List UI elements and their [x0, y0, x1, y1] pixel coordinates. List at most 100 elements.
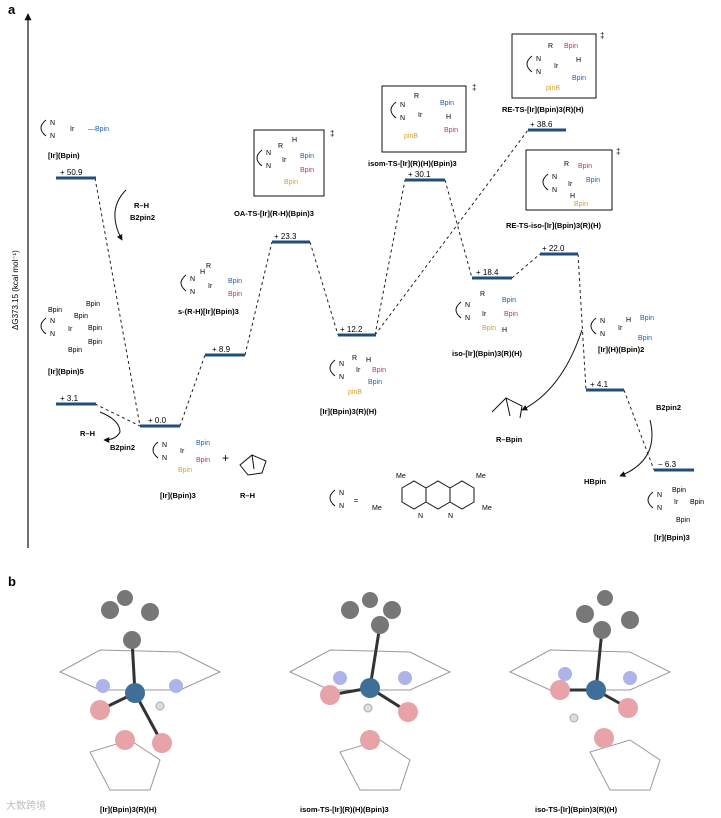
value-oa-ts: + 23.3 [274, 232, 297, 241]
svg-text:H: H [570, 193, 575, 200]
svg-text:Bpin: Bpin [368, 379, 382, 386]
name-int: [Ir](Bpin)3(R)(H) [320, 407, 377, 416]
name-ir-bpin3-final: [Ir](Bpin)3 [654, 533, 690, 542]
svg-text:Bpin: Bpin [178, 467, 192, 474]
svg-text:Bpin: Bpin [640, 315, 654, 322]
svg-text:N: N [600, 331, 605, 338]
value-bpin-top: + 50.9 [60, 168, 83, 177]
name-re-ts-iso: RE-TS-iso-[Ir](Bpin)3(R)(H) [506, 221, 601, 230]
svg-text:N: N [600, 318, 605, 325]
y-axis-label: ΔG373.15 (kcal mol⁻¹) [11, 250, 20, 330]
svg-text:N: N [190, 276, 195, 283]
svg-text:H: H [366, 357, 371, 364]
svg-text:Bpin: Bpin [86, 301, 100, 308]
svg-text:H: H [446, 114, 451, 121]
svg-text:Ir: Ir [180, 448, 185, 455]
svg-text:Bpin: Bpin [586, 177, 600, 184]
svg-text:Ir: Ir [618, 325, 623, 332]
value-final: − 6.3 [658, 460, 677, 469]
svg-text:Bpin: Bpin [672, 487, 686, 494]
svg-text:N: N [657, 492, 662, 499]
svg-text:H: H [200, 269, 205, 276]
svg-text:N: N [448, 513, 453, 520]
svg-text:Bpin: Bpin [502, 297, 516, 304]
ligand-me-right: Me [476, 473, 486, 480]
svg-text:Bpin: Bpin [196, 457, 210, 464]
svg-text:Ir: Ir [418, 112, 423, 119]
svg-text:N: N [266, 150, 271, 157]
svg-text:R: R [352, 355, 357, 362]
value-s-complex: + 8.9 [212, 345, 231, 354]
svg-text:N: N [162, 455, 167, 462]
svg-text:N: N [339, 490, 344, 497]
svg-text:Bpin: Bpin [196, 440, 210, 447]
plus-sign: + [222, 451, 229, 465]
value-bpin5: + 3.1 [60, 394, 79, 403]
svg-text:N: N [190, 289, 195, 296]
reagent-b2pin2-right: B2pin2 [656, 403, 681, 412]
svg-text:R: R [206, 263, 211, 270]
svg-text:N: N [339, 361, 344, 368]
svg-text:Bpin: Bpin [676, 517, 690, 524]
svg-text:R: R [548, 43, 553, 50]
svg-text:Bpin: Bpin [228, 278, 242, 285]
svg-text:R: R [278, 143, 283, 150]
ligand-equals: = [354, 498, 358, 505]
svg-text:Bpin: Bpin [68, 347, 82, 354]
svg-text:N: N [418, 513, 423, 520]
svg-text:H: H [292, 137, 297, 144]
curved-arrows [99, 189, 653, 477]
structure-sketches [40, 33, 654, 509]
svg-text:H: H [576, 57, 581, 64]
reaction-path-connectors [94, 129, 655, 471]
ligand-me-right-2: Me [482, 505, 492, 512]
name-ir-bpin: [Ir](Bpin) [48, 151, 80, 160]
name-re-ts: RE-TS-[Ir](Bpin)3(R)(H) [502, 105, 584, 114]
panel-b-label-1: [Ir](Bpin)3(R)(H) [100, 805, 157, 814]
svg-text:R: R [414, 93, 419, 100]
value-int: + 12.2 [340, 325, 363, 334]
svg-text:pinB: pinB [348, 389, 362, 396]
svg-text:Bpin: Bpin [440, 100, 454, 107]
svg-text:R: R [564, 161, 569, 168]
name-ir-bpin5: [Ir](Bpin)5 [48, 367, 84, 376]
value-re-ts-iso: + 22.0 [542, 244, 565, 253]
ts-mark-isom: ‡ [472, 83, 476, 92]
norbornane-sketches [239, 397, 523, 476]
value-start: + 0.0 [148, 416, 167, 425]
svg-text:Ir: Ir [554, 63, 559, 70]
svg-text:Bpin: Bpin [504, 311, 518, 318]
svg-text:Ir: Ir [208, 283, 213, 290]
svg-text:Bpin: Bpin [482, 325, 496, 332]
value-re-ts: + 38.6 [530, 120, 553, 129]
svg-text:R: R [480, 291, 485, 298]
svg-text:N: N [162, 442, 167, 449]
svg-text:pinB: pinB [404, 133, 418, 140]
reagent-rh-top: R–H [134, 201, 149, 210]
ts-mark-oa: ‡ [330, 129, 334, 138]
name-isom-ts: isom-TS-[Ir](R)(H)(Bpin)3 [368, 159, 457, 168]
svg-text:Bpin: Bpin [300, 167, 314, 174]
svg-text:N: N [50, 133, 55, 140]
svg-text:N: N [50, 318, 55, 325]
svg-text:pinB: pinB [546, 85, 560, 92]
name-oa-ts: OA-TS-[Ir](R-H)(Bpin)3 [234, 209, 314, 218]
svg-text:Bpin: Bpin [444, 127, 458, 134]
svg-text:Bpin: Bpin [88, 325, 102, 332]
svg-text:N: N [266, 163, 271, 170]
svg-text:N: N [536, 69, 541, 76]
svg-text:Bpin: Bpin [578, 163, 592, 170]
svg-text:N: N [465, 302, 470, 309]
name-s-complex: s-(R-H)[Ir](Bpin)3 [178, 307, 239, 316]
ligand-me-left-2: Me [372, 505, 382, 512]
watermark: 大数跨境 [6, 801, 46, 812]
svg-text:Bpin: Bpin [284, 179, 298, 186]
panel-b-label-2: isom-TS-[Ir](R)(H)(Bpin)3 [300, 805, 389, 814]
svg-text:N: N [339, 503, 344, 510]
svg-text:Ir: Ir [674, 499, 679, 506]
panel-b-label-3: iso-TS-[Ir](Bpin)3(R)(H) [535, 805, 618, 814]
svg-text:Bpin: Bpin [88, 339, 102, 346]
svg-text:Ir: Ir [568, 181, 573, 188]
svg-text:N: N [657, 505, 662, 512]
value-iso: + 18.4 [476, 268, 499, 277]
